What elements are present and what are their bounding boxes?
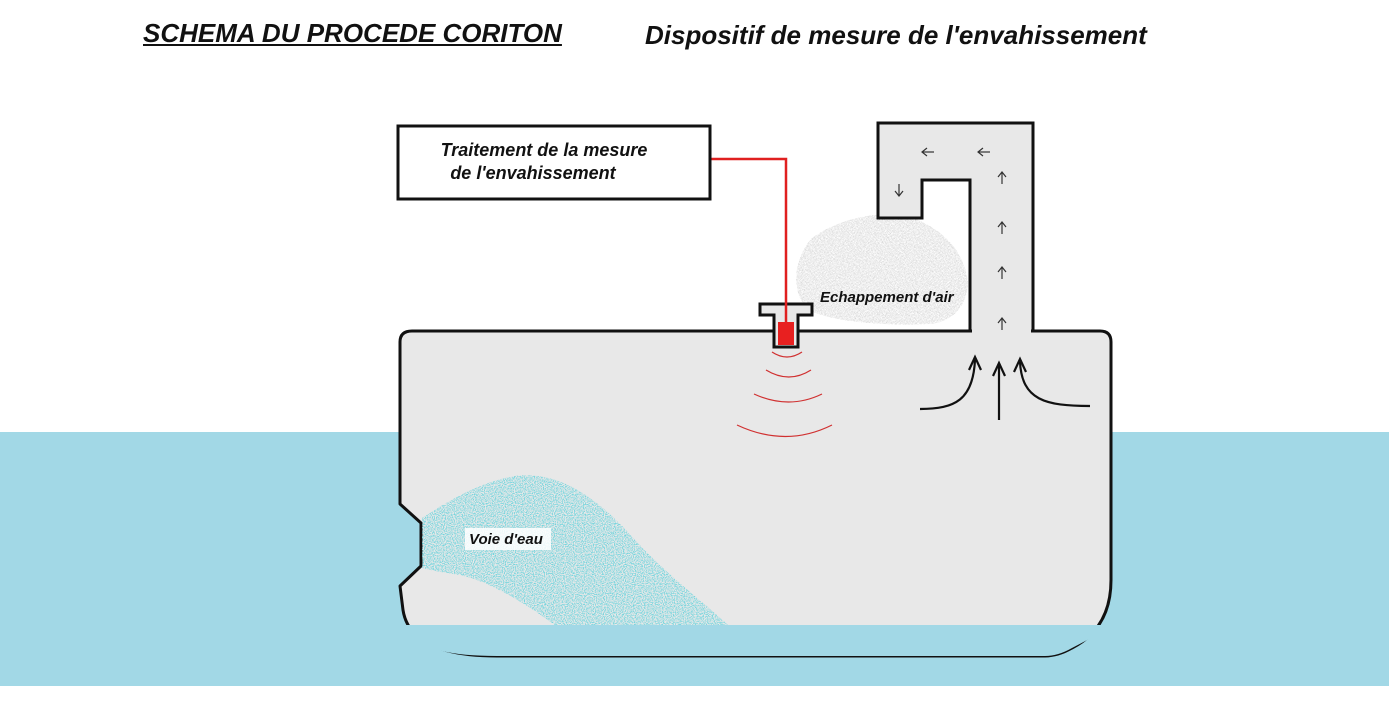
vent-duct bbox=[876, 121, 1035, 333]
airflow-arrows bbox=[894, 147, 1007, 330]
water-leak-spray bbox=[422, 475, 728, 625]
arrow-up-icon bbox=[997, 317, 1007, 330]
air-exhaust-spray bbox=[796, 214, 968, 325]
arrow-up-icon bbox=[997, 266, 1007, 279]
arrow-down-icon bbox=[894, 184, 904, 197]
processing-label-line1: Traitement de la mesure bbox=[441, 140, 648, 160]
water-leak-label: Voie d'eau bbox=[469, 531, 543, 548]
arrow-left-icon bbox=[921, 147, 934, 157]
signal-line bbox=[711, 157, 788, 322]
sensor bbox=[778, 322, 794, 345]
flood-water bbox=[406, 625, 1106, 656]
diagram-subtitle: Dispositif de mesure de l'envahissement bbox=[645, 20, 1147, 50]
arrow-up-icon bbox=[997, 221, 1007, 234]
diagram-title: SCHEMA DU PROCEDE CORITON bbox=[143, 18, 562, 48]
air-intake-arrows bbox=[919, 354, 1091, 420]
water-leak-label-bg bbox=[465, 528, 551, 550]
arrow-left-icon bbox=[977, 147, 990, 157]
air-exhaust-label: Echappement d'air bbox=[820, 289, 955, 306]
arrow-up-icon bbox=[997, 171, 1007, 184]
processing-box bbox=[396, 124, 712, 201]
sonar-waves bbox=[736, 351, 833, 438]
processing-label-line2: de l'envahissement bbox=[450, 163, 616, 183]
